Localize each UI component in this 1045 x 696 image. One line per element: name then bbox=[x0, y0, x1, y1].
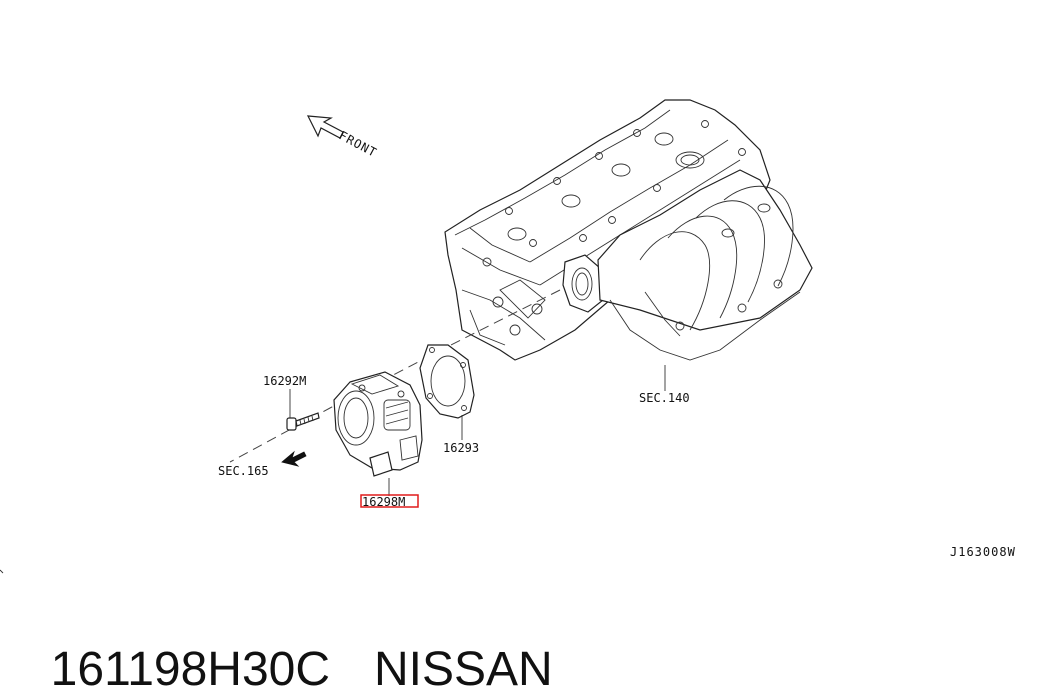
sec-140-label: SEC.140 bbox=[639, 391, 690, 405]
part-caption: 161198H30C NISSAN bbox=[24, 598, 553, 694]
bolt-drawing bbox=[286, 412, 320, 431]
diagram-ref-code: J163008W bbox=[950, 545, 1016, 559]
throttle-body-highlight bbox=[360, 494, 419, 508]
front-arrow-icon bbox=[306, 115, 344, 139]
throttle-body-drawing bbox=[333, 371, 423, 477]
engine-cylinder-head-drawing bbox=[444, 99, 771, 361]
brand-name: NISSAN bbox=[374, 643, 553, 696]
part-number: 161198H30C bbox=[50, 643, 330, 696]
corner-mark bbox=[0, 569, 4, 574]
gasket-drawing bbox=[419, 344, 475, 419]
sec-165-arrow-icon bbox=[281, 450, 307, 467]
bolt-label: 16292M bbox=[263, 374, 306, 388]
front-label: FRONT bbox=[337, 128, 380, 160]
intake-manifold-drawing bbox=[597, 169, 813, 361]
throttle-body-label: 16298M bbox=[362, 495, 405, 509]
sec-165-label: SEC.165 bbox=[218, 464, 269, 478]
gasket-label: 16293 bbox=[443, 441, 479, 455]
